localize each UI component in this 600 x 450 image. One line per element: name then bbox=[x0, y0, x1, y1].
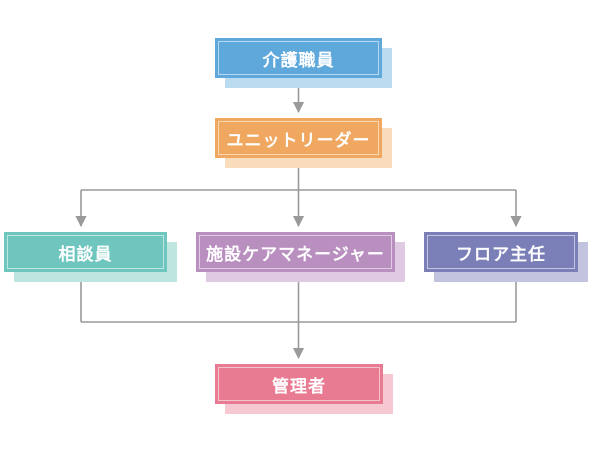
node-label: 相談員 bbox=[58, 244, 113, 264]
node-floor-shunin[interactable]: フロア主任 bbox=[424, 232, 578, 272]
node-shisetsu-care-manager[interactable]: 施設ケアマネージャー bbox=[196, 232, 395, 272]
node-label: フロア主任 bbox=[456, 244, 546, 264]
node-label: ユニットリーダー bbox=[226, 130, 371, 150]
node-label: 介護職員 bbox=[262, 50, 335, 70]
node-unit-leader[interactable]: ユニットリーダー bbox=[215, 118, 382, 158]
node-label: 施設ケアマネージャー bbox=[206, 244, 385, 264]
node-kanrisha[interactable]: 管理者 bbox=[215, 364, 383, 404]
node-label: 管理者 bbox=[272, 376, 326, 396]
node-soudan-in[interactable]: 相談員 bbox=[4, 232, 167, 272]
node-kaigo-shokuin[interactable]: 介護職員 bbox=[215, 38, 382, 78]
